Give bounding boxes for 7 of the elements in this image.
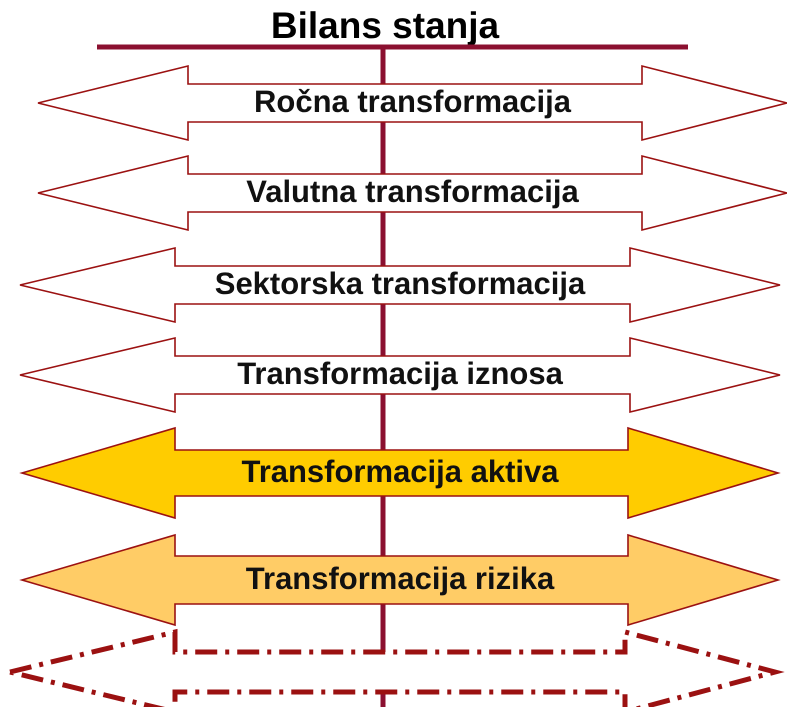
arrow-label: Ročna transformacija <box>253 84 572 120</box>
arrow-label: Sektorska transformacija <box>214 266 586 302</box>
arrow-label: Transformacija aktiva <box>240 454 560 490</box>
arrow-label: Transformacija iznosa <box>236 356 564 392</box>
arrow-label: Transformacija rizika <box>244 561 556 597</box>
title: Bilans stanja <box>270 5 500 47</box>
arrow-label: Valutna transformacija <box>245 174 580 210</box>
